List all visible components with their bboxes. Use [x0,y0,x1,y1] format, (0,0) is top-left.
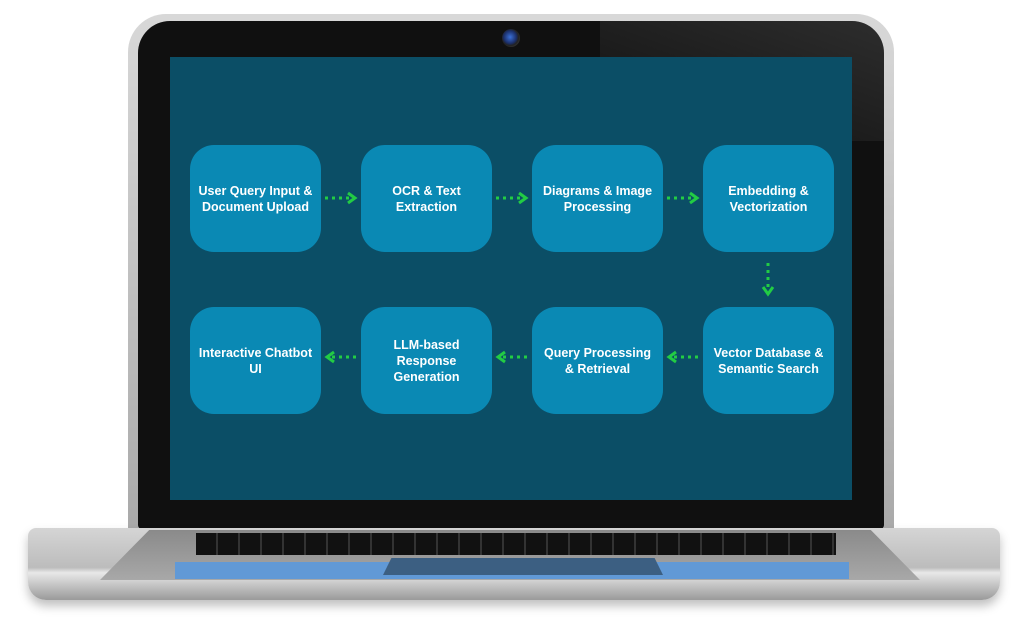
node-ocr-text-extraction: OCR & Text Extraction [361,145,492,252]
keyboard [196,533,836,555]
laptop-screen [170,57,852,500]
node-vector-database: Vector Database & Semantic Search [703,307,834,414]
node-interactive-chatbot-ui: Interactive Chatbot UI [190,307,321,414]
trackpad [383,558,663,575]
webcam-icon [502,29,520,47]
node-diagrams-image-processing: Diagrams & Image Processing [532,145,663,252]
node-user-query-input: User Query Input & Document Upload [190,145,321,252]
node-llm-response-generation: LLM-based Response Generation [361,307,492,414]
node-query-processing: Query Processing & Retrieval [532,307,663,414]
node-embedding-vectorization: Embedding & Vectorization [703,145,834,252]
